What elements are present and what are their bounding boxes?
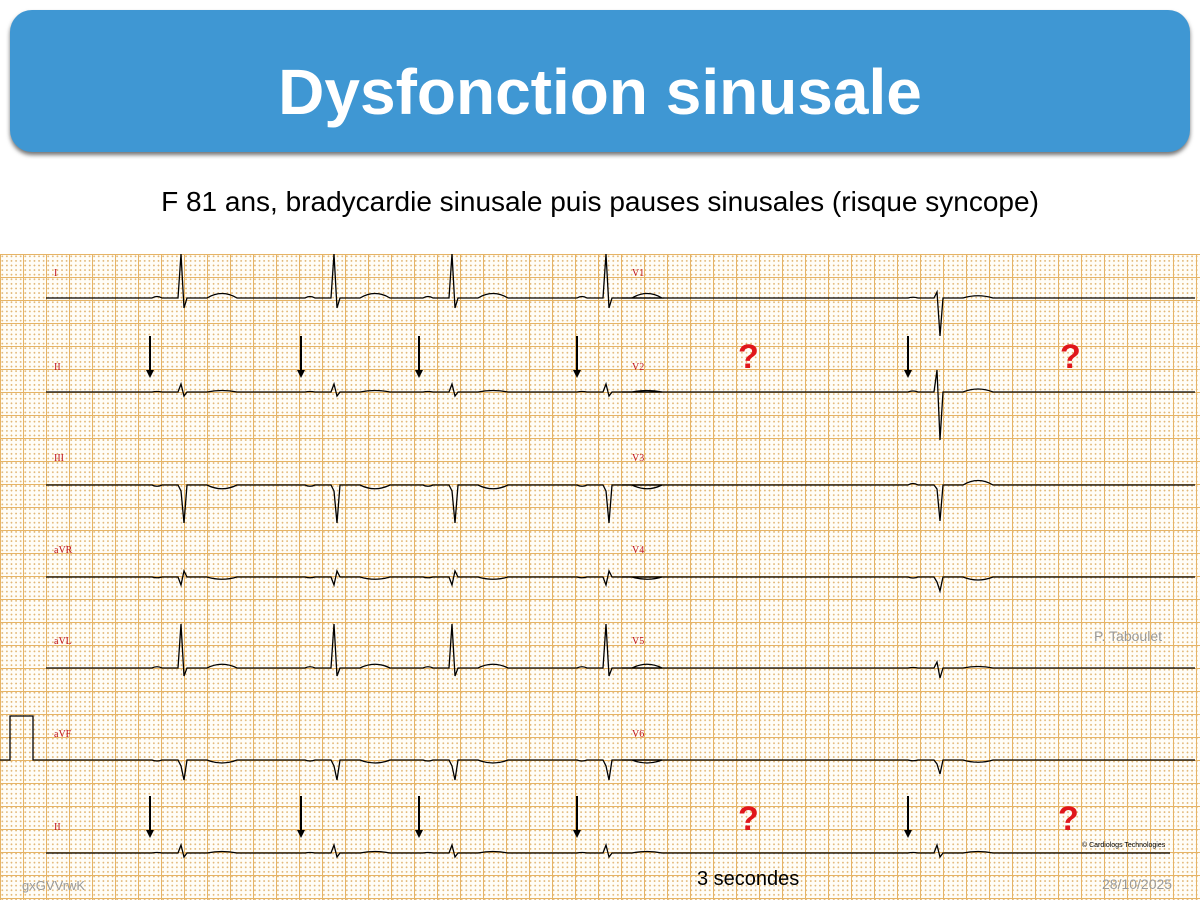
ecg-traces — [0, 254, 1195, 859]
lead-label: I — [54, 268, 58, 279]
question-mark: ? — [1060, 338, 1081, 376]
ecg-trace — [46, 623, 663, 677]
lead-label: II — [54, 362, 61, 373]
ecg-trace — [622, 659, 1195, 679]
ecg-trace — [46, 484, 663, 524]
title-banner: Dysfonction sinusale — [10, 10, 1190, 152]
ecg-trace — [46, 254, 665, 309]
ecg-trace — [46, 569, 663, 588]
ecg-trace — [622, 576, 1195, 594]
arrow-icon — [297, 796, 305, 838]
lead-label: V2 — [632, 362, 645, 373]
question-mark: ? — [1058, 800, 1079, 838]
arrow-icon — [573, 336, 581, 378]
lead-label: V1 — [632, 268, 645, 279]
lead-label: V3 — [632, 453, 645, 464]
lead-label: V4 — [632, 545, 645, 556]
lead-label: II — [54, 822, 61, 833]
copyright-label: © Cardiologs Technologies — [1082, 842, 1166, 849]
ecg-trace — [46, 381, 663, 398]
ecg-trace — [46, 759, 663, 781]
slide-date: 28/10/2025 — [1102, 876, 1173, 892]
lead-label: V5 — [632, 636, 645, 647]
lead-label: aVF — [54, 729, 72, 740]
ecg-trace — [622, 759, 1195, 775]
lead-label: aVR — [54, 545, 73, 556]
ecg-trace — [46, 842, 1170, 859]
lead-label: V6 — [632, 729, 645, 740]
arrow-icon — [146, 336, 154, 378]
lead-label: aVL — [54, 636, 72, 647]
ecg-trace — [0, 715, 46, 761]
arrow-icon — [904, 336, 912, 378]
arrow-icon — [415, 796, 423, 838]
arrow-icon — [415, 336, 423, 378]
author-label: P. Taboulet — [1094, 628, 1162, 644]
arrow-icon — [904, 796, 912, 838]
question-mark: ? — [738, 338, 759, 376]
arrow-icon — [297, 336, 305, 378]
slide-code: gxGVVrwK — [22, 878, 86, 893]
question-mark: ? — [738, 800, 759, 838]
ecg-trace — [622, 479, 1195, 522]
slide-subtitle: F 81 ans, bradycardie sinusale puis paus… — [161, 186, 1039, 217]
arrow-icon — [146, 796, 154, 838]
slide-title: Dysfonction sinusale — [278, 56, 922, 128]
ecg-trace — [622, 289, 1195, 337]
scale-label: 3 secondes — [697, 868, 800, 890]
lead-label: III — [54, 453, 64, 464]
arrow-icon — [573, 796, 581, 838]
ecg-strip: I II III aVR aVL aVF II V1 V2 V3 V4 V5 V… — [0, 254, 1200, 900]
ecg-trace — [622, 369, 1195, 441]
